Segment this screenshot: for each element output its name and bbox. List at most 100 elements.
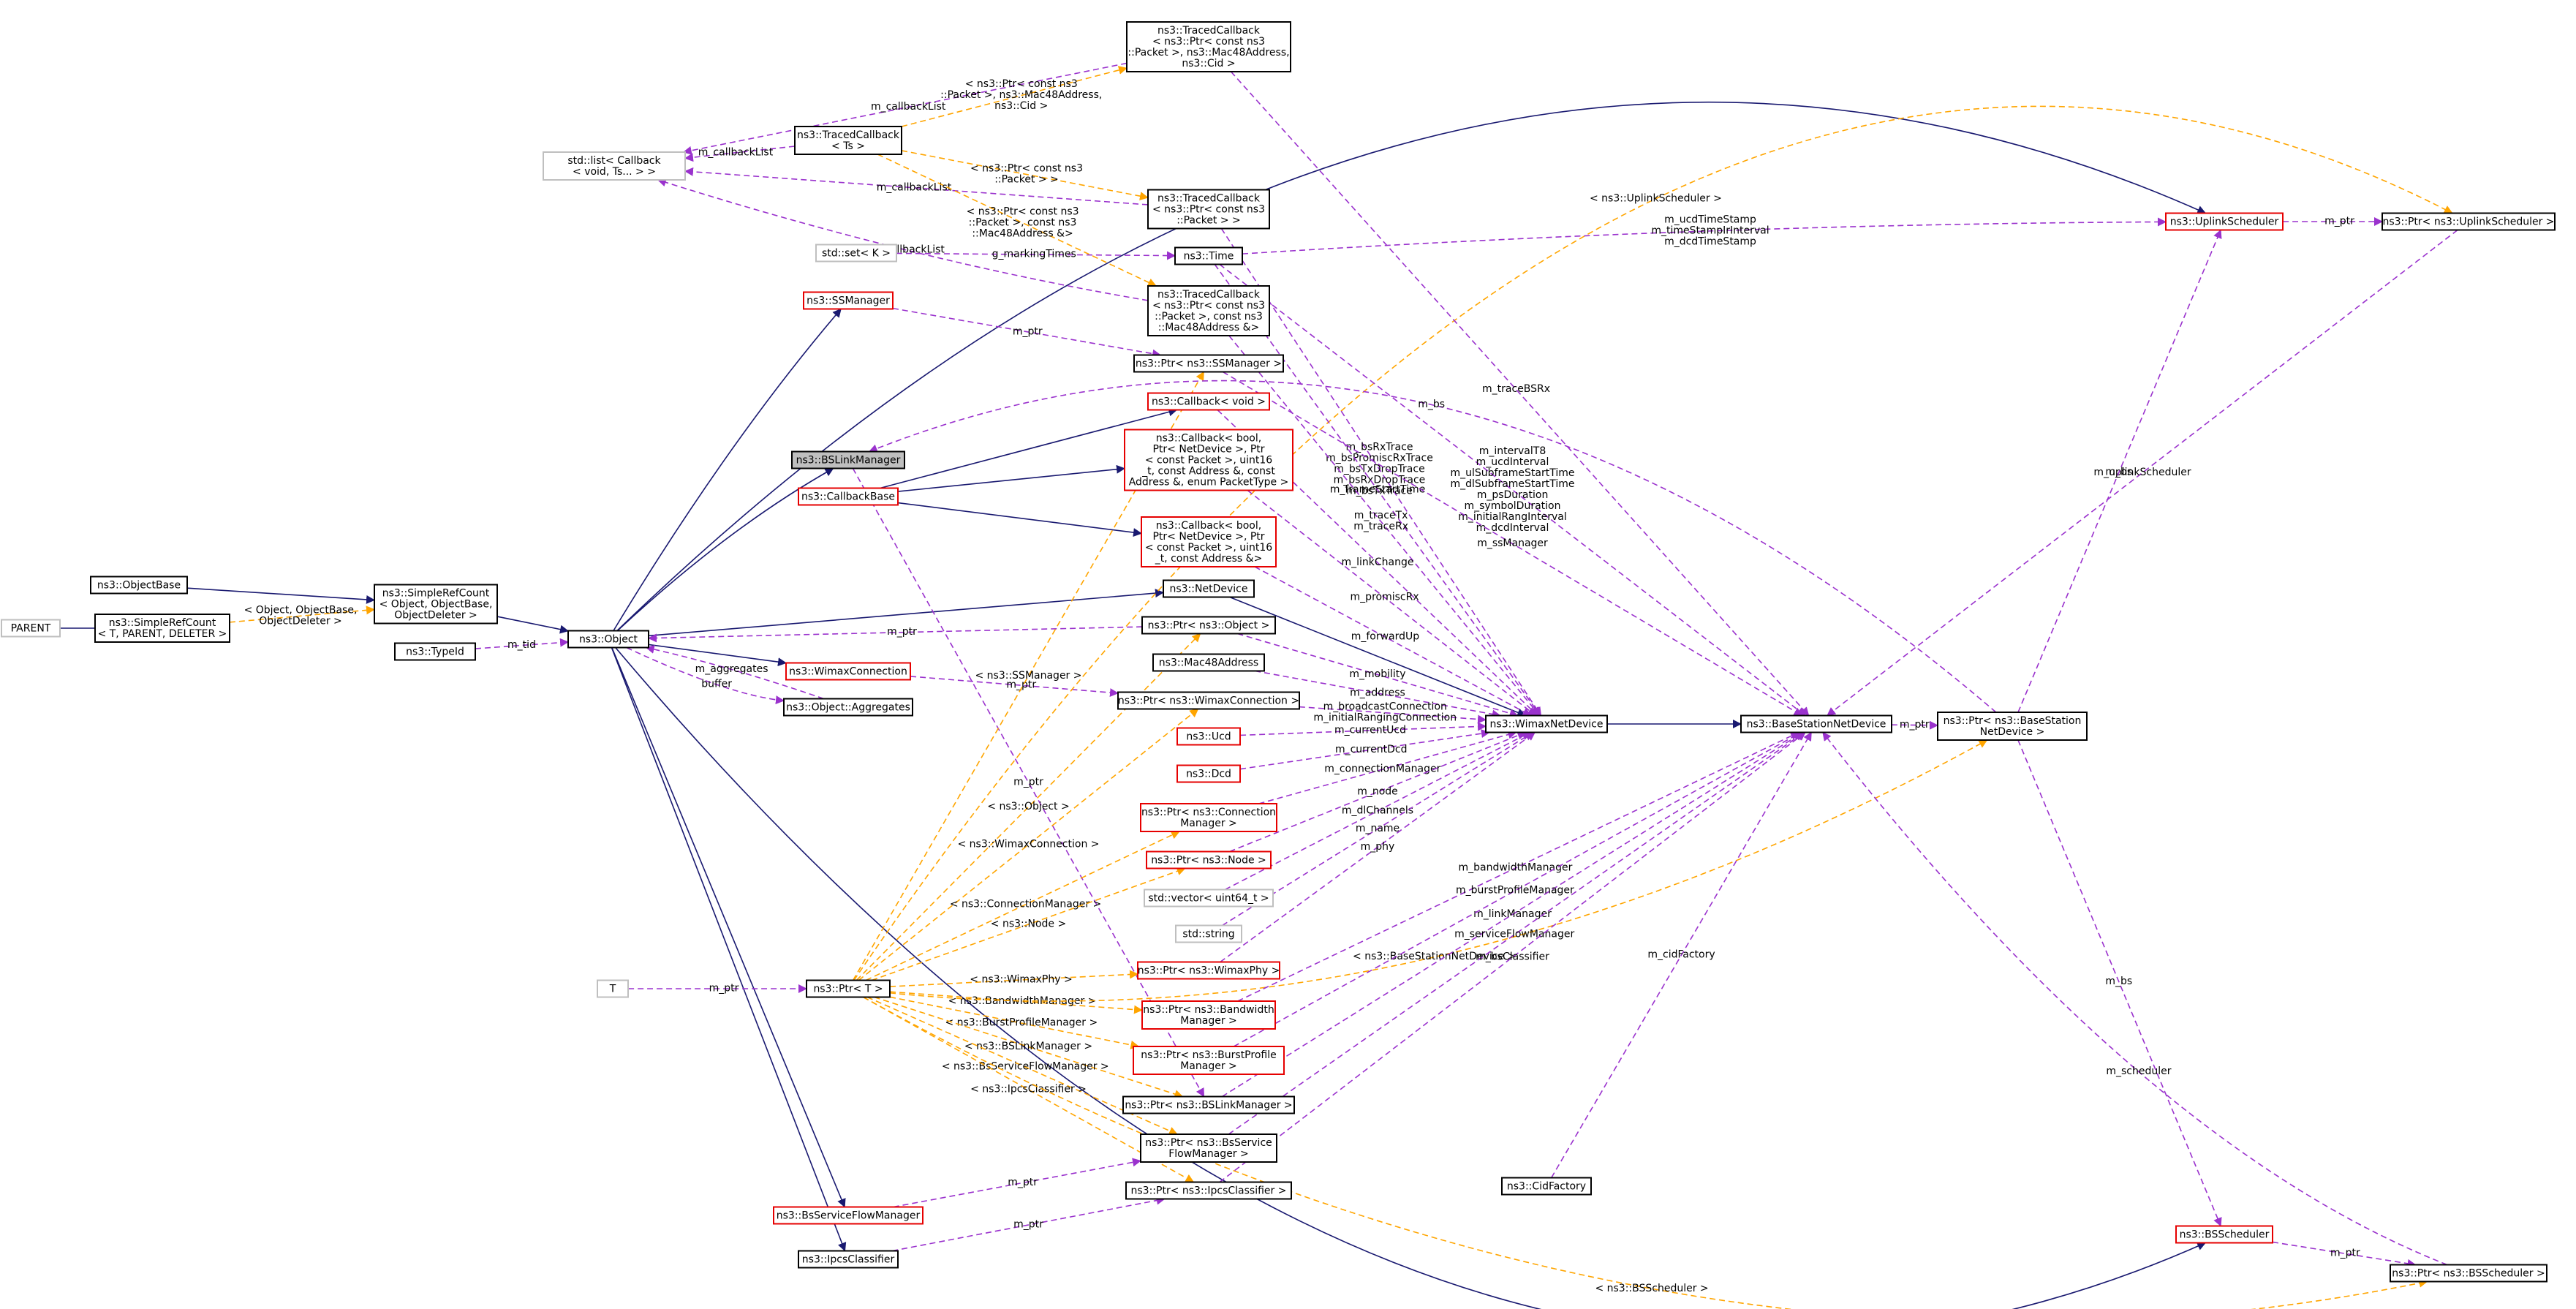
edge-line (1237, 731, 1799, 1002)
node-bslinkmanager[interactable]: ns3::BSLinkManager (791, 450, 905, 469)
node-ptrssmanager[interactable]: ns3::Ptr< ns3::SSManager > (1133, 354, 1284, 373)
edge-label: m_frameStartTime (1330, 484, 1426, 496)
node-ssmanager[interactable]: ns3::SSManager (803, 291, 894, 310)
node-box (1141, 616, 1276, 635)
node-label: ns3::SimpleRefCount (109, 617, 216, 629)
node-ptrobject[interactable]: ns3::Ptr< ns3::Object > (1141, 616, 1276, 635)
edge-t-to-ptrt: m_ptr (627, 983, 807, 995)
node-label: Manager > (1180, 1015, 1237, 1027)
edge-ptrconnmgr-to-wimaxnetdevice: m_connectionManager (1258, 730, 1517, 804)
edge-label: m_ulSubframeStartTime (1450, 467, 1574, 479)
node-stdstring[interactable]: std::string (1175, 924, 1242, 943)
edge-line (1551, 731, 1812, 1178)
node-callbackbase[interactable]: ns3::CallbackBase (798, 487, 899, 506)
node-stdlist[interactable]: std::list< Callback< void, Ts... > > (543, 151, 686, 181)
edge-object-to-uplinksched (616, 101, 2207, 632)
node-label: < const Packet >, uint16 (1145, 542, 1272, 554)
node-ptrwimaxphy[interactable]: ns3::Ptr< ns3::WimaxPhy > (1137, 961, 1280, 980)
node-tc_pkt[interactable]: ns3::TracedCallback< ns3::Ptr< const ns3… (1147, 189, 1270, 230)
edge-line (897, 502, 1142, 537)
node-tcts[interactable]: ns3::TracedCallback< Ts > (794, 126, 902, 155)
node-ptrbsnd[interactable]: ns3::Ptr< ns3::BaseStationNetDevice > (1937, 712, 2088, 741)
node-cb4[interactable]: ns3::Callback< bool,Ptr< NetDevice >, Pt… (1141, 516, 1277, 567)
edge-ptrobject-to-object: m_ptr (648, 626, 1143, 643)
node-parent[interactable]: PARENT (1, 619, 61, 638)
node-label: ns3::BSScheduler (2180, 1229, 2270, 1241)
node-typeid[interactable]: ns3::TypeId (394, 642, 476, 661)
node-aggregates[interactable]: ns3::Object::Aggregates (783, 698, 913, 717)
edge-line (901, 66, 1128, 127)
node-dcd[interactable]: ns3::Dcd (1176, 764, 1241, 783)
edge-ptrnode-to-wimaxnetdevice: m_node (1229, 731, 1527, 853)
node-label: ns3::TracedCallback (1157, 289, 1261, 301)
edge-cb4-to-wimaxnetdevice: m_forwardUp (1254, 566, 1532, 717)
edge-label: m_dcdInterval (1476, 522, 1549, 534)
edge-ptrwimaxconn-to-wimaxnetdevice: m_broadcastConnectionm_initialRangingCon… (1299, 701, 1487, 724)
node-uplinksched[interactable]: ns3::UplinkScheduler (2165, 212, 2284, 231)
edge-label: m_dlChannels (1342, 805, 1413, 817)
edge-wimaxconnection-to-ptrwimaxconn: m_ptr (910, 676, 1119, 698)
edge-label: < ns3::BsServiceFlowManager > (942, 1061, 1109, 1073)
edge-label: < ns3::Ptr< const ns3 (967, 205, 1079, 217)
node-ptrconnmgr[interactable]: ns3::Ptr< ns3::ConnectionManager > (1140, 803, 1277, 832)
node-ptrbssfm[interactable]: ns3::Ptr< ns3::BsServiceFlowManager > (1140, 1133, 1277, 1163)
edge-label: m_address (1350, 687, 1405, 699)
node-box (1133, 1046, 1285, 1075)
node-label: std::list< Callback (567, 155, 661, 167)
edge-label: m_linkManager (1473, 908, 1552, 920)
node-ptrbssched[interactable]: ns3::Ptr< ns3::BSScheduler > (2390, 1264, 2547, 1283)
edge-vecuint-to-wimaxnetdevice: m_dlChannels (1224, 731, 1531, 891)
node-mac48[interactable]: ns3::Mac48Address (1152, 653, 1265, 672)
node-ptrbwmgr[interactable]: ns3::Ptr< ns3::BandwidthManager > (1141, 1000, 1276, 1030)
node-t[interactable]: T (597, 979, 629, 998)
node-ucd[interactable]: ns3::Ucd (1176, 727, 1241, 746)
node-stdset[interactable]: std::set< K > (815, 244, 897, 263)
node-cbvoid[interactable]: ns3::Callback< void > (1147, 392, 1270, 411)
node-label: ns3::TracedCallback (797, 129, 900, 141)
node-ipcsclassifier[interactable]: ns3::IpcsClassifier (798, 1250, 899, 1269)
node-label: ns3::Ptr< ns3::BaseStation (1944, 715, 2082, 727)
node-bsnetdevice[interactable]: ns3::BaseStationNetDevice (1740, 714, 1892, 733)
node-objectbase[interactable]: ns3::ObjectBase (90, 576, 188, 595)
node-netdevice[interactable]: ns3::NetDevice (1163, 579, 1255, 598)
node-box (798, 487, 899, 506)
node-label: Manager > (1180, 1060, 1237, 1072)
edge-label: < ns3::BandwidthManager > (948, 995, 1097, 1007)
node-srcobject[interactable]: ns3::SimpleRefCount< Object, ObjectBase,… (374, 584, 498, 625)
node-srcparent[interactable]: ns3::SimpleRefCount< T, PARENT, DELETER … (94, 614, 230, 643)
edge-ptrt-to-ptrburst: < ns3::BurstProfileManager > (889, 996, 1140, 1049)
edge-line (1222, 371, 1803, 717)
node-tc_mac[interactable]: ns3::TracedCallback< ns3::Ptr< const ns3… (1126, 21, 1291, 72)
node-cidfactory[interactable]: ns3::CidFactory (1501, 1177, 1592, 1196)
node-bsserviceflowmanager[interactable]: ns3::BsServiceFlowManager (773, 1206, 923, 1225)
node-bsscheduler[interactable]: ns3::BSScheduler (2175, 1225, 2273, 1244)
node-wimaxnetdevice[interactable]: ns3::WimaxNetDevice (1485, 714, 1608, 733)
node-ptrbslink[interactable]: ns3::Ptr< ns3::BSLinkManager > (1122, 1095, 1295, 1114)
node-box (1175, 924, 1242, 943)
node-ptrt[interactable]: ns3::Ptr< T > (806, 979, 891, 998)
node-box (1501, 1177, 1592, 1196)
node-cb6[interactable]: ns3::Callback< bool,Ptr< NetDevice >, Pt… (1124, 429, 1293, 491)
node-wimaxconnection[interactable]: ns3::WimaxConnection (785, 662, 911, 681)
node-label: ns3::NetDevice (1170, 584, 1248, 595)
node-box (90, 576, 188, 595)
node-ptrwimaxconn[interactable]: ns3::Ptr< ns3::WimaxConnection > (1117, 691, 1300, 710)
edge-label: m_timeStampIrInterval (1651, 225, 1769, 236)
edge-line (1220, 731, 1536, 963)
node-vecuint[interactable]: std::vector< uint64_t > (1144, 889, 1274, 908)
edge-ptrburst-to-bsnetdevice: m_burstProfileManager (1233, 731, 1802, 1047)
node-ptrburst[interactable]: ns3::Ptr< ns3::BurstProfileManager > (1133, 1046, 1285, 1075)
node-tc_mac2[interactable]: ns3::TracedCallback< ns3::Ptr< const ns3… (1147, 285, 1270, 336)
node-ptrnode[interactable]: ns3::Ptr< ns3::Node > (1146, 850, 1272, 869)
edge-label: m_name (1356, 823, 1400, 834)
edge-line (648, 626, 1143, 643)
edge-tc_pkt-to-wimaxnetdevice: m_bsRxTracem_bsPromiscRxTracem_bsTxDropT… (1220, 228, 1542, 717)
node-ptruplink[interactable]: ns3::Ptr< ns3::UplinkScheduler > (2382, 212, 2556, 231)
node-ptripcs[interactable]: ns3::Ptr< ns3::IpcsClassifier > (1125, 1181, 1292, 1200)
edge-line (896, 251, 1176, 260)
node-time[interactable]: ns3::Time (1174, 246, 1243, 265)
node-object[interactable]: ns3::Object (567, 630, 649, 649)
edge-tcts-to-stdlist: m_callbackList (684, 146, 796, 162)
edge-ptrt-to-ptrconnmgr: < ns3::ConnectionManager > (865, 831, 1180, 981)
